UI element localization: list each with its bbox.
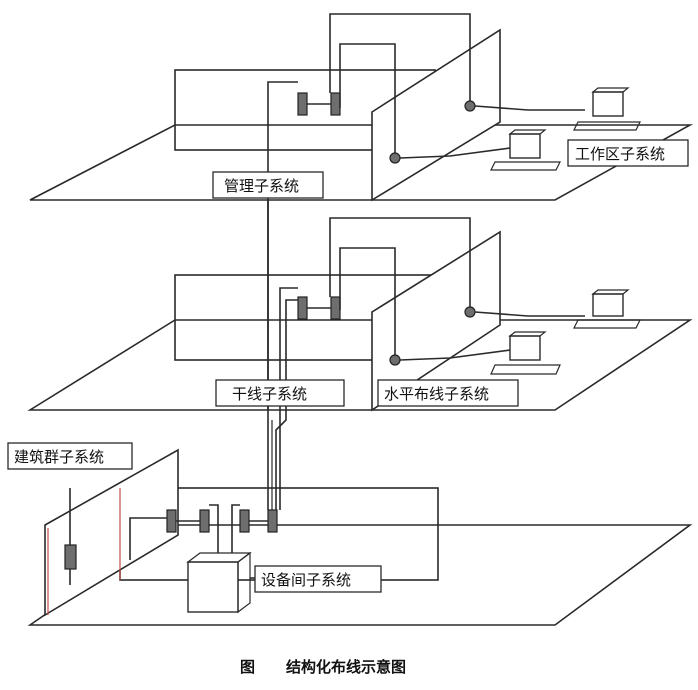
floor-bottom: [27, 448, 693, 626]
cable-junction-node: [464, 100, 476, 112]
label-backbone: 干线子系统: [215, 379, 345, 407]
desk-top-2: [490, 161, 561, 171]
caption-title: 结构化布线示意图: [286, 658, 406, 676]
patch-panel: [297, 92, 308, 116]
computer-icon: [592, 293, 624, 317]
desk-middle-2: [490, 364, 561, 375]
label-work-area: 工作区子系统: [567, 139, 689, 167]
label-campus-text: 建筑群子系统: [14, 448, 104, 466]
label-backbone-text: 干线子系统: [232, 385, 307, 403]
caption-prefix: 图: [240, 658, 255, 676]
label-campus: 建筑群子系统: [7, 442, 133, 470]
patch-panel: [297, 296, 308, 320]
computer-icon: [592, 91, 624, 117]
floor-top: [29, 13, 694, 202]
label-equipment-room: 设备间子系统: [254, 565, 382, 593]
desk-top-1: [573, 121, 641, 131]
backbone-cables: [267, 81, 298, 510]
cable-junction-node: [389, 152, 401, 164]
floor-middle: [27, 217, 693, 412]
campus-connector: [64, 544, 77, 570]
label-management: 管理子系统: [212, 171, 324, 199]
patch-panel: [330, 92, 341, 116]
patch-panel: [239, 509, 250, 533]
floor-middle-plane: [27, 319, 693, 411]
label-management-text: 管理子系统: [224, 177, 299, 195]
figure-caption: 图 结构化布线示意图: [240, 658, 406, 676]
patch-panel: [267, 509, 278, 533]
computer-icon: [509, 133, 541, 159]
desk-middle-1: [573, 319, 641, 329]
computer-icon: [509, 335, 541, 361]
label-equipment-room-text: 设备间子系统: [261, 571, 351, 589]
label-horizontal: 水平布线子系统: [377, 379, 519, 407]
equipment-cabinet: [187, 561, 239, 613]
patch-panel: [199, 509, 210, 533]
cable-junction-node: [389, 354, 401, 366]
campus-wall: [44, 448, 179, 617]
label-work-area-text: 工作区子系统: [575, 145, 665, 163]
cable-junction-node: [464, 306, 476, 318]
patch-panel: [166, 509, 177, 533]
patch-panel: [330, 296, 341, 320]
floor-middle-wall: [371, 230, 501, 412]
label-horizontal-text: 水平布线子系统: [384, 385, 489, 403]
